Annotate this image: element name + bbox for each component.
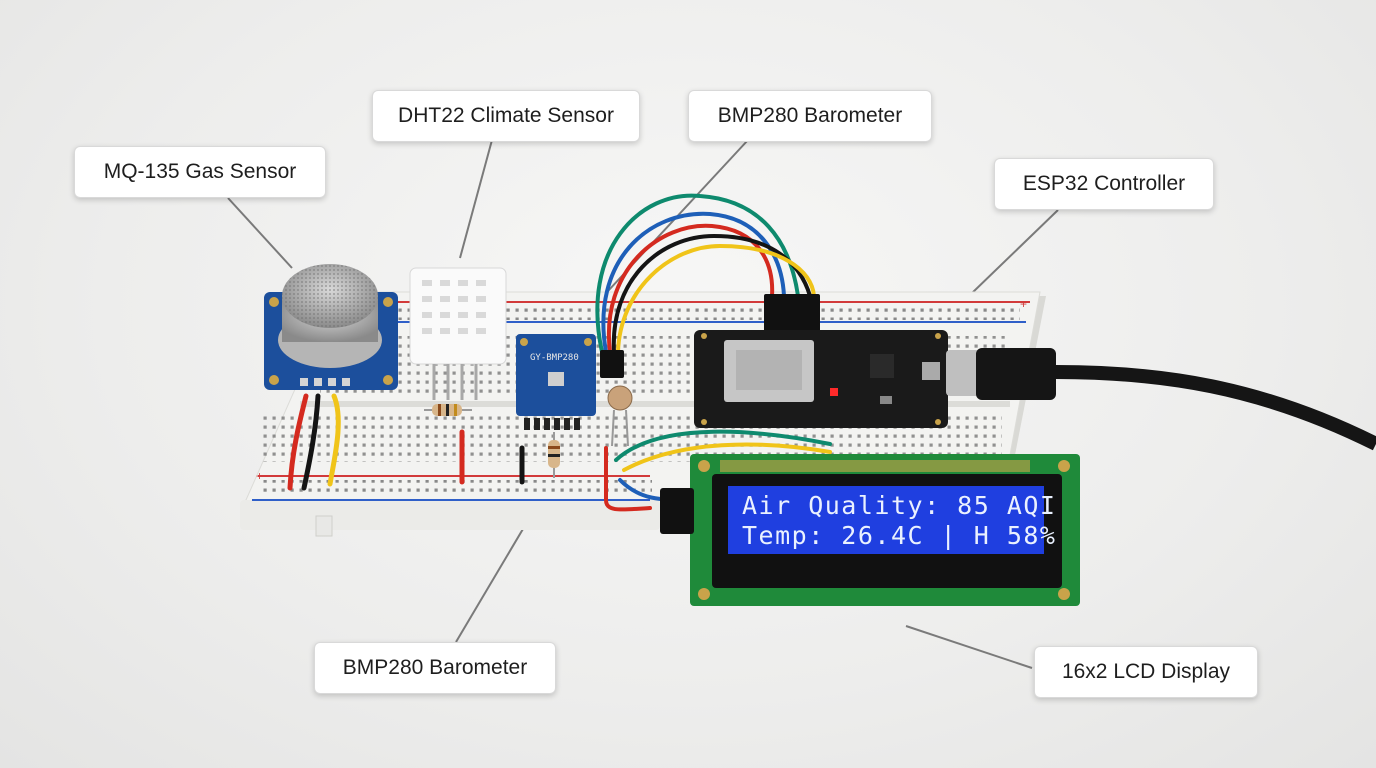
label-bmp280-barometer-top: BMP280 Barometer [688,90,932,142]
label-dht22-climate-sensor: DHT22 Climate Sensor [372,90,640,142]
label-mq135-gas-sensor: MQ-135 Gas Sensor [74,146,326,198]
label-16x2-lcd-display: 16x2 LCD Display [1034,646,1258,698]
dht22-sensor [409,267,507,400]
leader-mq135 [227,197,293,269]
leader-dht22 [459,139,493,259]
lcd-module: Air Quality: 85 AQI Temp: 26.4C | H 58% [660,454,1080,606]
label-esp32-controller: ESP32 Controller [994,158,1214,210]
esp32-loop-wires [595,193,820,378]
esp32-board [694,330,948,428]
leader-lcd [905,625,1033,669]
lcd-line-2: Temp: 26.4C | H 58% [742,521,1056,550]
svg-text:+: + [1020,297,1027,311]
resistors [424,404,560,478]
svg-text:+: + [256,469,263,483]
photoresistor [607,385,633,447]
lcd-line-1: Air Quality: 85 AQI [742,491,1056,520]
mq135-sensor [264,264,398,390]
lcd-screen [728,486,1044,554]
bmp-chip-label: GY-BMP280 [530,353,579,363]
bmp280-module: GY-BMP280 [516,334,596,430]
label-bmp280-barometer-bottom: BMP280 Barometer [314,642,556,694]
usb-cable [946,348,1376,451]
